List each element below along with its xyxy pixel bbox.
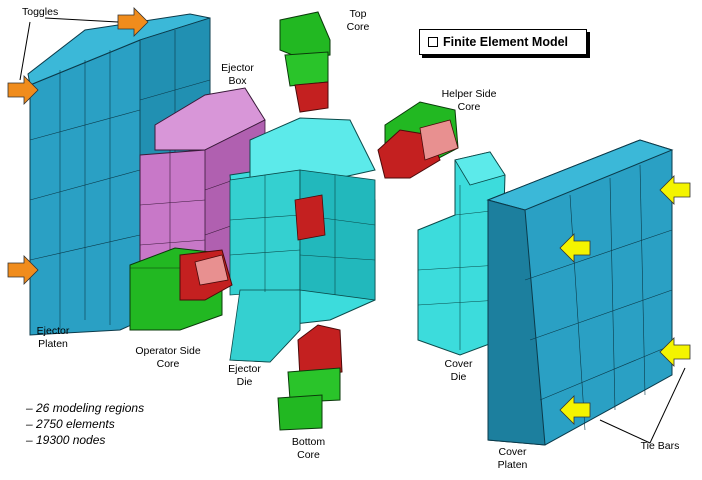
label-ejector-die: Ejector Die [228, 363, 261, 388]
label-operator-side-core: Operator Side Core [135, 345, 201, 370]
toggle-arrow-upper-icon [7, 75, 39, 105]
checkbox-icon [428, 37, 438, 47]
label-cover-platen: Cover Platen [497, 446, 528, 471]
model-title-box: Finite Element Model [419, 29, 587, 55]
model-title: Finite Element Model [443, 35, 569, 49]
helper-side-core [377, 101, 459, 179]
label-ejector-platen: Ejector Platen [36, 325, 70, 350]
toggle-arrow-top-icon [117, 7, 149, 37]
label-toggles: Toggles [22, 6, 59, 18]
stat-elements: – 2750 elements [26, 417, 115, 431]
label-bottom-core: Bottom Core [291, 436, 326, 461]
toggle-arrow-lower-icon [7, 255, 39, 285]
tie-bar-arrow-1-icon [659, 175, 691, 205]
ejector-die [229, 117, 376, 363]
label-top-core: Top Core [346, 8, 370, 33]
stat-regions: – 26 modeling regions [26, 401, 145, 415]
cover-platen [486, 139, 674, 446]
leader-lines [19, 17, 686, 444]
top-core [279, 11, 331, 113]
label-cover-die: Cover Die [444, 358, 473, 383]
label-ejector-box: Ejector Box [221, 62, 254, 87]
arrows [7, 7, 691, 425]
bottom-core [277, 324, 343, 431]
operator-side-core [129, 247, 233, 331]
model-stats: – 26 modeling regions – 2750 elements – … [26, 400, 144, 448]
tie-bar-arrow-2-icon [559, 233, 591, 263]
label-helper-side-core: Helper Side Core [441, 88, 497, 113]
tie-bar-arrow-4-icon [559, 395, 591, 425]
tie-bar-arrow-3-icon [659, 337, 691, 367]
stat-nodes: – 19300 nodes [26, 433, 106, 447]
label-tie-bars: Tie Bars [640, 440, 680, 452]
cover-die [417, 151, 506, 356]
